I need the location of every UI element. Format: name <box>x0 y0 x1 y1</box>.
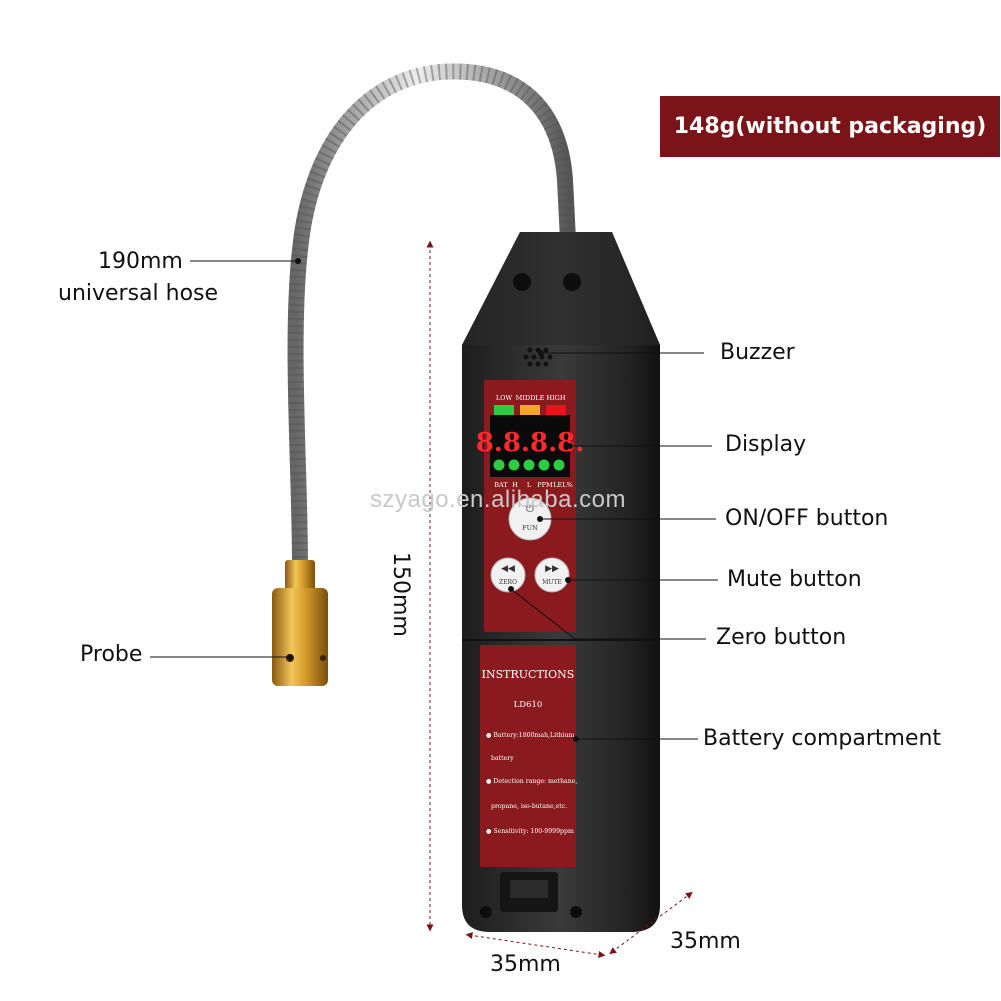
panel-line: ● Battery:1800mah,Lithium <box>486 732 575 739</box>
width-dimension-label: 35mm <box>490 952 561 977</box>
hose-type-label: universal hose <box>58 281 219 306</box>
onoff-button-label: ON/OFF button <box>725 506 889 531</box>
detector-body: LOW MIDDLE HIGH 8.8.8.8. BAT H L PPM LEL… <box>462 232 660 932</box>
probe-label: Probe <box>80 642 143 667</box>
width-dimension-line <box>465 932 606 958</box>
watermark: szyago.en.alibaba.com <box>370 486 626 513</box>
status-leds <box>493 459 565 471</box>
zero-button <box>490 557 526 593</box>
status-label: BAT <box>494 481 508 489</box>
panel-line: battery <box>491 755 514 762</box>
status-label: PPM <box>537 481 553 489</box>
high-indicator <box>546 405 566 415</box>
mute-button <box>534 557 570 593</box>
low-indicator <box>494 405 514 415</box>
battery-compartment-label: Battery compartment <box>703 726 942 751</box>
panel-line: ● Sensitivity: 100-9999ppm <box>486 828 574 835</box>
status-label: H <box>512 481 518 489</box>
weight-badge: 148g(without packaging) <box>660 96 1000 157</box>
status-label: LEL% <box>553 481 573 489</box>
fun-label: FUN <box>522 524 538 532</box>
indicator-label: LOW <box>496 394 513 402</box>
depth-dimension-label: 35mm <box>670 929 741 954</box>
panel-model: LD610 <box>514 700 543 710</box>
battery-cover <box>480 645 576 867</box>
zero-label: ZERO <box>499 579 517 586</box>
display-label: Display <box>725 432 807 457</box>
mute-label: MUTE <box>542 579 562 586</box>
power-icon: ⏻ <box>526 504 534 515</box>
indicator-label: MIDDLE <box>516 394 545 402</box>
depth-dimension-line <box>609 891 693 955</box>
panel-line: ● Detection range: methane, <box>486 778 577 785</box>
indicator-label: HIGH <box>546 394 565 402</box>
zero-button-label: Zero button <box>716 625 847 650</box>
hose-length-label: 190mm <box>98 249 183 274</box>
panel-line: propane, iso-butane,etc. <box>491 803 567 810</box>
buzzer-label: Buzzer <box>720 340 795 365</box>
flexible-hose <box>287 63 576 573</box>
forward-icon: ▶▶ <box>545 564 559 574</box>
digit-display: 8.8.8.8. <box>476 428 585 458</box>
panel-title: INSTRUCTIONS <box>482 668 575 681</box>
height-dimension-label: 150mm <box>388 552 413 637</box>
status-label: L <box>527 481 532 489</box>
rewind-icon: ◀◀ <box>501 564 515 574</box>
mute-button-label: Mute button <box>727 567 862 592</box>
middle-indicator <box>520 405 540 415</box>
probe <box>272 560 328 686</box>
